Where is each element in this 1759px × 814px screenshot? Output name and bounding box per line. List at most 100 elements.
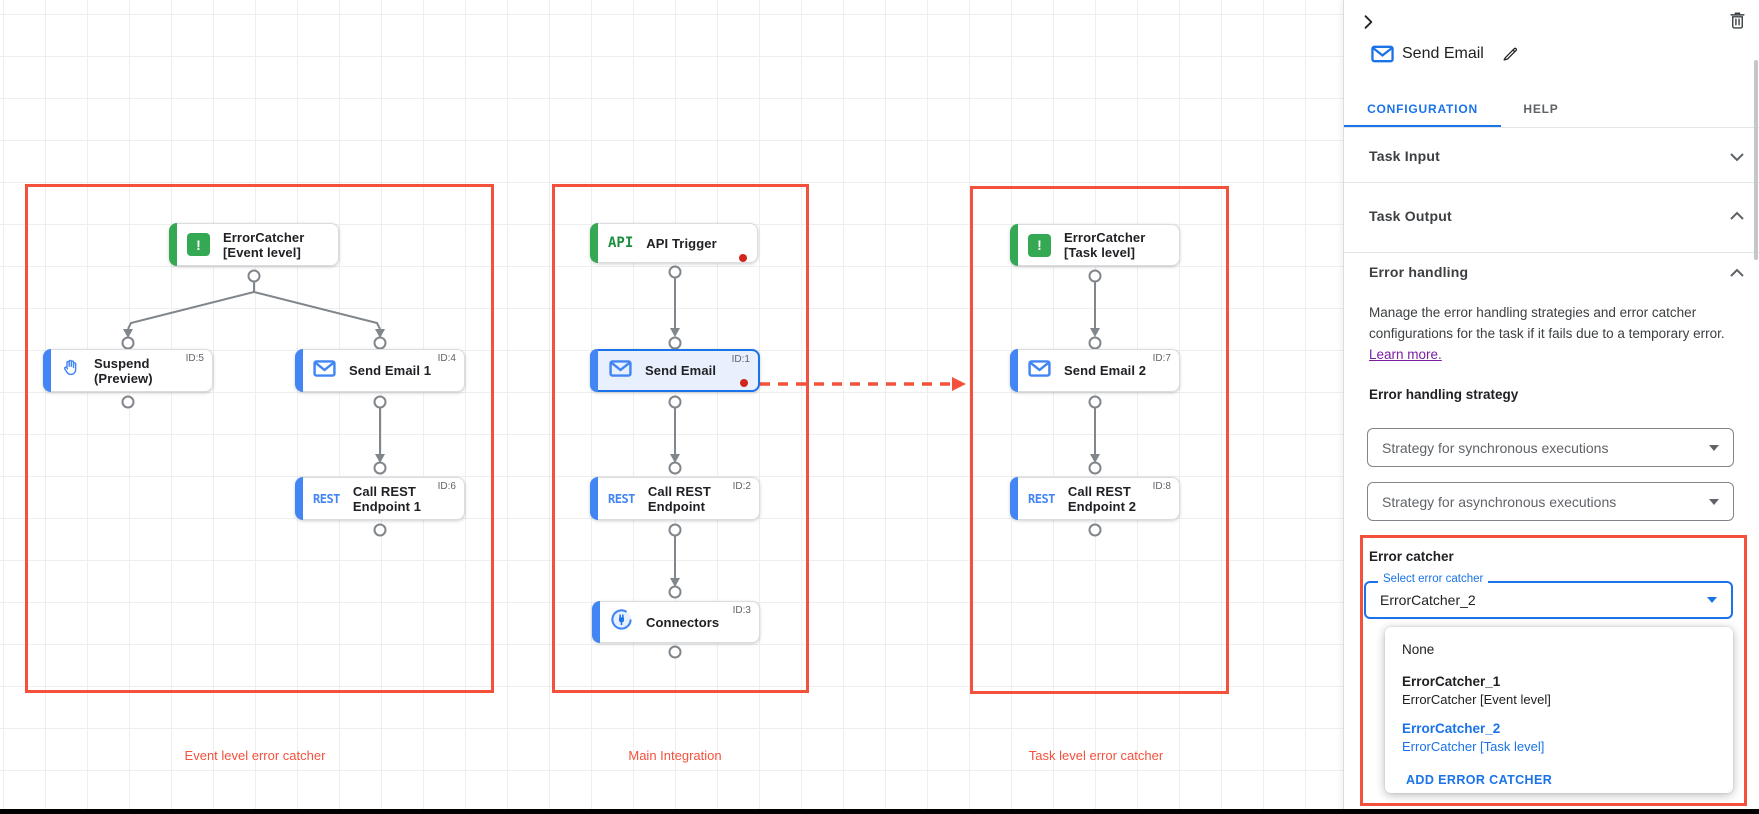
chevron-up-icon[interactable] bbox=[1730, 265, 1744, 283]
select-error-catcher-label: Select error catcher bbox=[1378, 573, 1489, 585]
dropdown-caret-icon bbox=[1707, 597, 1717, 603]
mail-icon bbox=[313, 359, 336, 382]
node-label: API Trigger bbox=[646, 235, 717, 251]
async-strategy-dropdown[interactable]: Strategy for asynchronous executions bbox=[1367, 482, 1734, 521]
collapse-panel-icon[interactable] bbox=[1358, 12, 1378, 37]
menu-option-errorcatcher-2[interactable]: ErrorCatcher_2 ErrorCatcher [Task level] bbox=[1402, 721, 1544, 754]
mail-icon bbox=[1028, 359, 1051, 382]
option-name: ErrorCatcher_1 bbox=[1402, 674, 1501, 689]
node-call-rest-1[interactable]: REST Call REST Endpoint 1 ID:6 bbox=[295, 477, 465, 520]
node-accent-bar bbox=[590, 477, 598, 520]
error-catcher-icon: ! bbox=[187, 233, 210, 256]
sync-strategy-placeholder: Strategy for synchronous executions bbox=[1382, 439, 1609, 456]
node-label: ErrorCatcher bbox=[1064, 230, 1146, 245]
learn-more-link[interactable]: Learn more. bbox=[1369, 347, 1442, 362]
chevron-down-icon[interactable] bbox=[1730, 149, 1744, 167]
select-error-catcher[interactable]: ErrorCatcher_2 bbox=[1364, 581, 1733, 619]
select-error-catcher-value: ErrorCatcher_2 bbox=[1380, 592, 1476, 608]
node-accent-bar bbox=[295, 349, 303, 392]
node-accent-bar bbox=[1010, 477, 1018, 520]
node-send-email-selected[interactable]: Send Email ID:1 bbox=[590, 349, 760, 392]
api-icon: API bbox=[608, 235, 634, 251]
strategy-label: Error handling strategy bbox=[1369, 387, 1519, 402]
node-id-tag: ID:8 bbox=[1152, 481, 1171, 492]
rest-icon: REST bbox=[608, 491, 635, 506]
menu-option-errorcatcher-1[interactable]: ErrorCatcher_1 ErrorCatcher [Event level… bbox=[1402, 674, 1551, 707]
node-id-tag: ID:1 bbox=[731, 354, 750, 365]
node-label-line2: [Event level] bbox=[223, 244, 301, 260]
node-error-catcher-event[interactable]: ! ErrorCatcher [Event level] bbox=[169, 223, 339, 266]
node-call-rest[interactable]: REST Call REST Endpoint ID:2 bbox=[590, 477, 760, 520]
node-label-line2: Endpoint bbox=[647, 498, 706, 514]
task-level-group-box bbox=[970, 186, 1229, 694]
node-send-email-1[interactable]: Send Email 1 ID:4 bbox=[295, 349, 465, 392]
node-api-trigger[interactable]: API API Trigger bbox=[590, 223, 758, 263]
error-catcher-label: Error catcher bbox=[1369, 549, 1454, 564]
group-label-task-level: Task level error catcher bbox=[1028, 748, 1164, 763]
node-id-tag: ID:5 bbox=[185, 353, 204, 364]
event-level-group-box bbox=[25, 184, 494, 693]
error-dot-send-email bbox=[740, 379, 748, 387]
window-bottom-edge bbox=[0, 809, 1759, 814]
async-strategy-placeholder: Strategy for asynchronous executions bbox=[1382, 493, 1617, 510]
tab-help[interactable]: HELP bbox=[1523, 102, 1559, 116]
node-label-line2: [Task level] bbox=[1064, 245, 1136, 260]
node-accent-bar bbox=[43, 349, 51, 392]
chevron-up-icon[interactable] bbox=[1730, 208, 1744, 226]
panel-scrollbar[interactable] bbox=[1754, 60, 1758, 260]
sync-strategy-dropdown[interactable]: Strategy for synchronous executions bbox=[1367, 428, 1734, 467]
node-label-line2: Endpoint 1 bbox=[352, 498, 422, 514]
node-label: Send Email 2 bbox=[1064, 363, 1147, 378]
node-accent-bar bbox=[590, 223, 598, 263]
node-id-tag: ID:4 bbox=[437, 353, 456, 364]
node-accent-bar bbox=[169, 223, 177, 266]
node-accent-bar bbox=[1010, 224, 1018, 266]
node-call-rest-2[interactable]: REST Call REST Endpoint 2 ID:8 bbox=[1010, 477, 1180, 520]
mail-icon bbox=[609, 359, 632, 382]
dropdown-caret-icon bbox=[1709, 498, 1719, 505]
group-label-event-level: Event level error catcher bbox=[184, 748, 326, 763]
connector-icon bbox=[610, 608, 633, 636]
node-label: ErrorCatcher bbox=[223, 229, 305, 245]
dropdown-caret-icon bbox=[1709, 444, 1719, 451]
node-send-email-2[interactable]: Send Email 2 ID:7 bbox=[1010, 349, 1180, 392]
task-config-panel: Send Email CONFIGURATION HELP Task Input… bbox=[1343, 0, 1759, 814]
error-dot-api-trigger bbox=[739, 254, 747, 262]
node-label-line2: Endpoint 2 bbox=[1067, 498, 1137, 514]
delete-task-icon[interactable] bbox=[1728, 10, 1747, 35]
node-label: Call REST bbox=[1067, 483, 1131, 499]
node-accent-bar bbox=[592, 601, 600, 643]
section-error-handling[interactable]: Error handling bbox=[1369, 264, 1469, 280]
section-task-input[interactable]: Task Input bbox=[1369, 148, 1440, 164]
section-task-output[interactable]: Task Output bbox=[1369, 208, 1452, 224]
option-name: ErrorCatcher_2 bbox=[1402, 721, 1501, 736]
edit-title-icon[interactable] bbox=[1502, 45, 1519, 67]
rest-icon: REST bbox=[1028, 491, 1055, 506]
node-label-line2: (Preview) bbox=[94, 370, 153, 386]
node-error-catcher-task[interactable]: ! ErrorCatcher [Task level] bbox=[1010, 224, 1180, 266]
error-catcher-menu: None ErrorCatcher_1 ErrorCatcher [Event … bbox=[1385, 627, 1733, 793]
node-suspend[interactable]: Suspend (Preview) ID:5 bbox=[43, 349, 213, 392]
group-label-main-integration: Main Integration bbox=[628, 748, 722, 763]
main-integration-group-box bbox=[552, 184, 809, 693]
active-tab-indicator bbox=[1344, 125, 1501, 128]
option-description: ErrorCatcher [Event level] bbox=[1402, 692, 1551, 707]
node-accent-bar bbox=[590, 349, 598, 392]
menu-option-none[interactable]: None bbox=[1402, 642, 1435, 657]
node-id-tag: ID:7 bbox=[1152, 353, 1171, 364]
task-mail-icon bbox=[1371, 45, 1394, 68]
node-connectors[interactable]: Connectors ID:3 bbox=[592, 601, 760, 643]
task-title: Send Email bbox=[1402, 45, 1484, 62]
node-label: Suspend bbox=[94, 355, 150, 371]
tab-configuration[interactable]: CONFIGURATION bbox=[1367, 102, 1478, 116]
hand-icon bbox=[61, 358, 81, 383]
node-id-tag: ID:2 bbox=[732, 481, 751, 492]
add-error-catcher-button[interactable]: ADD ERROR CATCHER bbox=[1406, 773, 1553, 787]
integration-canvas[interactable]: Event level error catcher Main Integrati… bbox=[0, 0, 1343, 814]
node-accent-bar bbox=[295, 477, 303, 520]
node-label: Call REST bbox=[352, 483, 416, 499]
error-catcher-highlight-box bbox=[1360, 535, 1747, 806]
node-label: Call REST bbox=[647, 483, 711, 499]
node-id-tag: ID:3 bbox=[732, 605, 751, 616]
